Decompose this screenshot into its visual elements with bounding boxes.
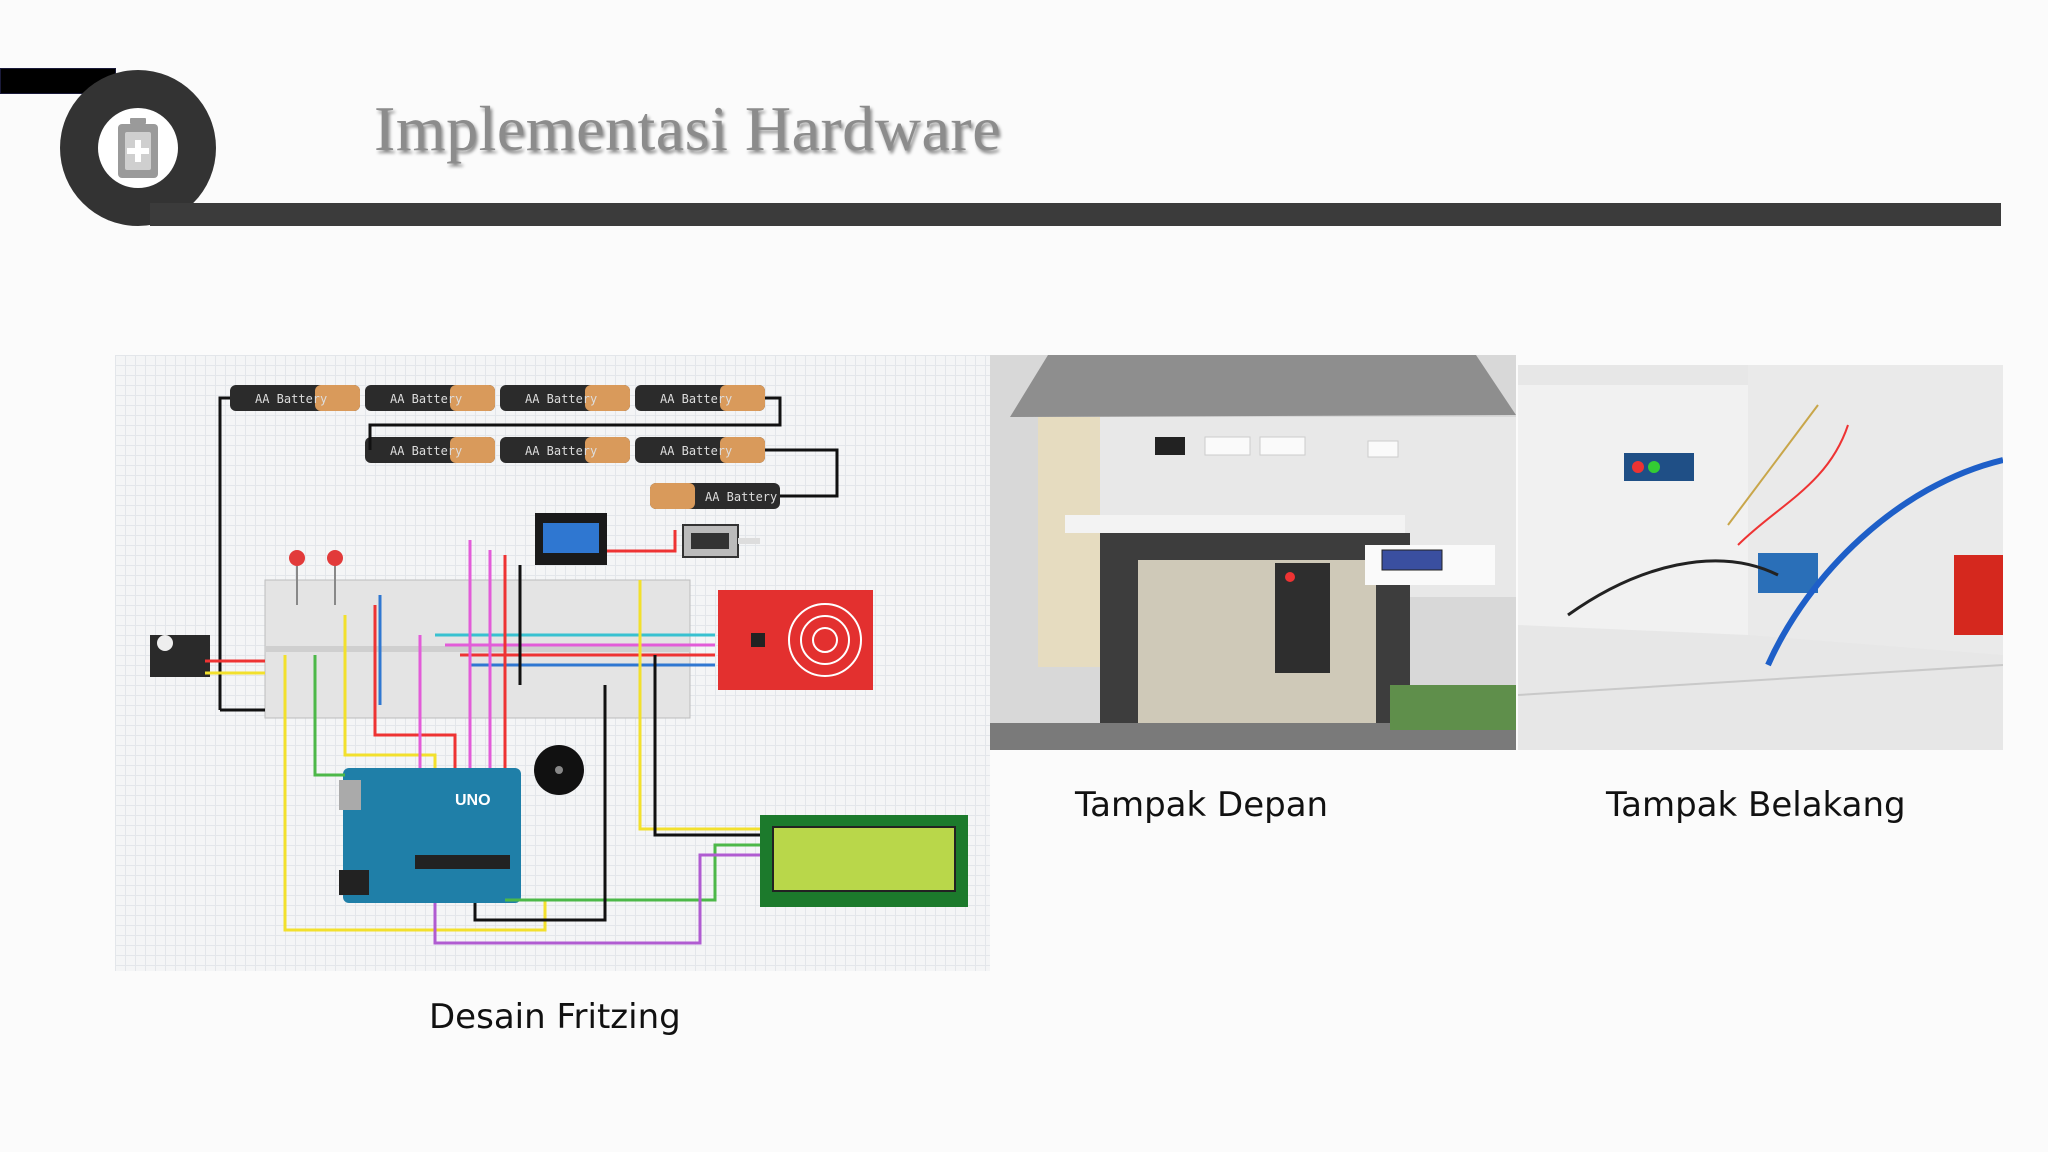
battery-label: AA Battery xyxy=(255,392,327,406)
led-red-2 xyxy=(327,550,343,566)
battery-label: AA Battery xyxy=(705,490,777,504)
lcd-display xyxy=(760,815,968,907)
battery-label: AA Battery xyxy=(390,392,462,406)
photo-front-view xyxy=(990,355,1516,750)
battery-plus-icon xyxy=(118,118,158,178)
battery-label: AA Battery xyxy=(660,392,732,406)
arduino-uno: UNO xyxy=(339,768,521,903)
solenoid-lock xyxy=(682,524,760,558)
led-red-1 xyxy=(289,550,305,566)
arduino-label: UNO xyxy=(455,792,491,809)
rfid-reader xyxy=(718,590,873,690)
servo-motor xyxy=(150,635,210,677)
battery-label: AA Battery xyxy=(525,392,597,406)
caption-front: Tampak Depan xyxy=(1075,785,1329,825)
page-title: Implementasi Hardware xyxy=(374,93,1002,164)
title-underline-bar xyxy=(150,203,2001,226)
battery-single: AA Battery xyxy=(650,483,780,509)
relay-module xyxy=(535,513,607,565)
breadboard xyxy=(264,579,691,719)
photo-back-view xyxy=(1518,365,2003,750)
battery-pack-row-1: AA Battery AA Battery AA Battery AA Batt… xyxy=(230,385,765,411)
caption-back: Tampak Belakang xyxy=(1606,785,1906,825)
battery-label: AA Battery xyxy=(390,444,462,458)
battery-label: AA Battery xyxy=(525,444,597,458)
caption-fritzing: Desain Fritzing xyxy=(429,997,681,1037)
battery-label: AA Battery xyxy=(660,444,732,458)
battery-pack-row-2: AA Battery AA Battery AA Battery xyxy=(365,437,765,463)
fritzing-diagram: AA Battery AA Battery AA Battery AA Batt… xyxy=(115,355,990,971)
